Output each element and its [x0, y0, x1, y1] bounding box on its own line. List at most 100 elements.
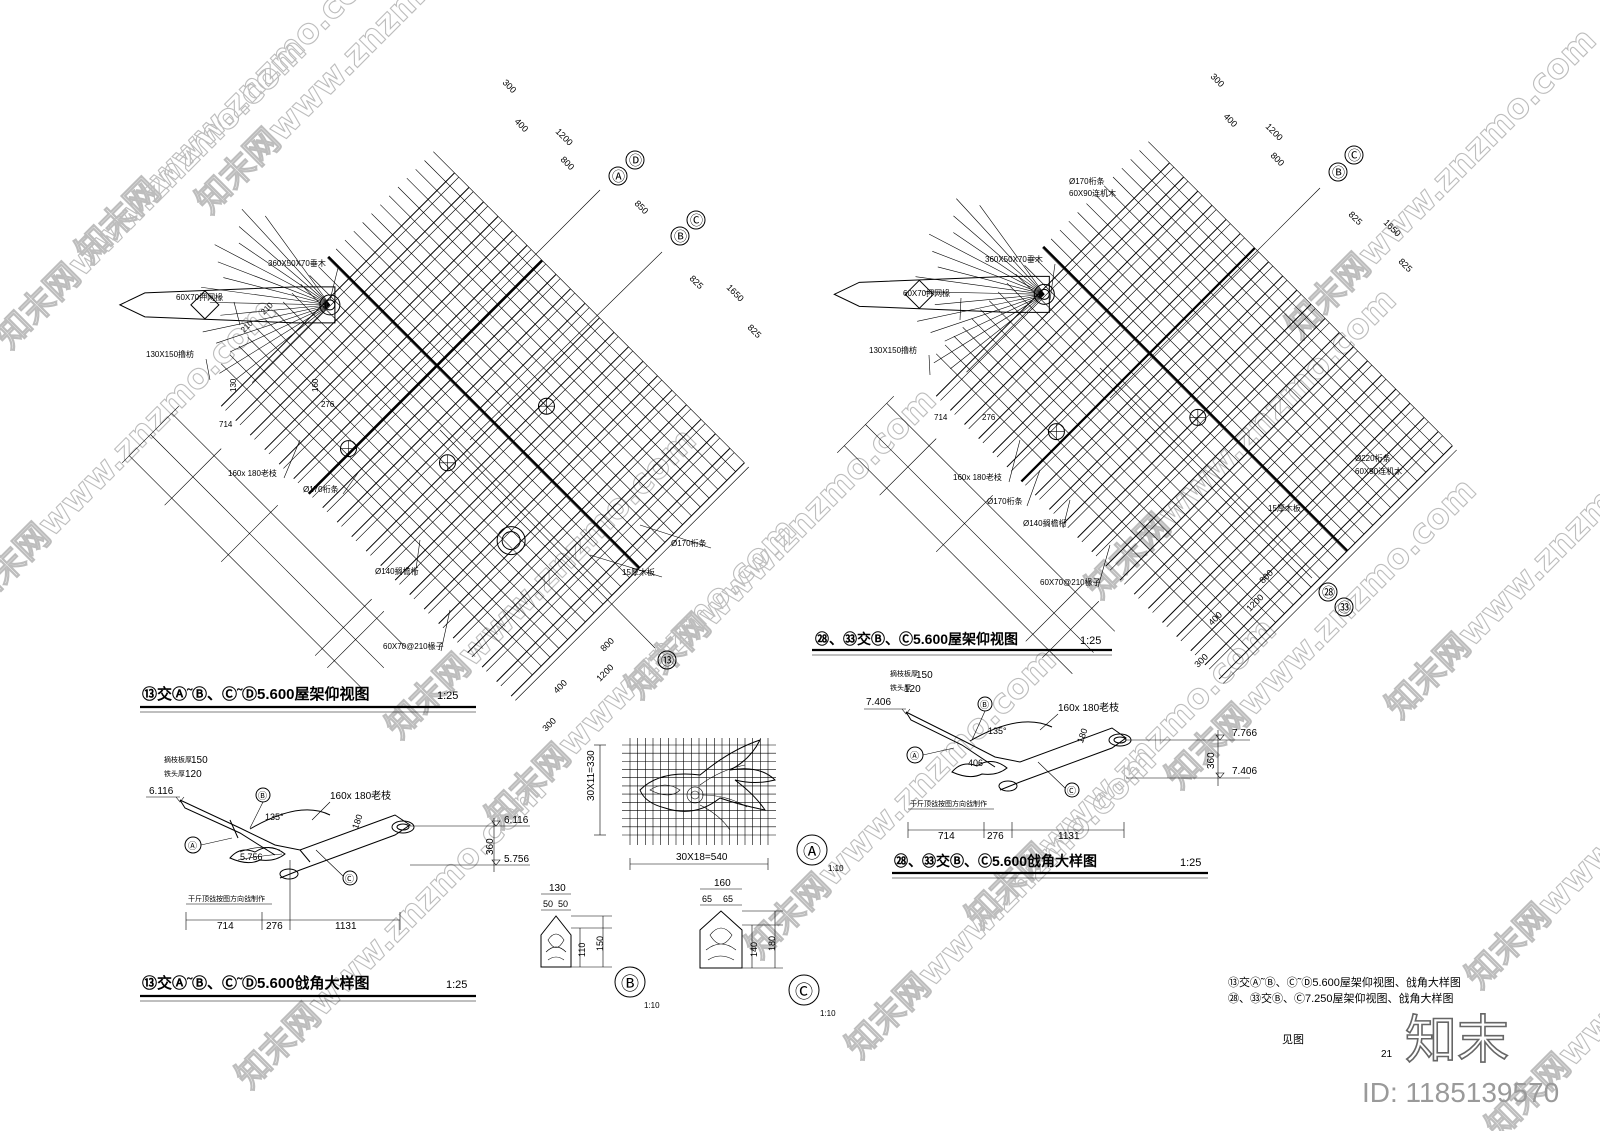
detail-left-title: ⑬交Ⓐ˜Ⓑ、Ⓒ˜Ⓓ5.600戗角大样图: [142, 974, 370, 992]
corner-node: [1033, 283, 1055, 305]
detail-right-title: ㉘、㉝交Ⓑ、Ⓒ5.600戗角大样图: [894, 853, 1097, 869]
column-circle: [496, 526, 526, 556]
rafter-line: [293, 244, 528, 480]
fan-rafter: [264, 215, 331, 306]
label-purlin: Ø170桁条: [1069, 176, 1105, 186]
ornament-grid-detail: 30X11=330 30X18=540 Ⓐ 1:10: [586, 738, 844, 873]
purlin-line: [362, 222, 674, 534]
detail-left-level-2: 6.116: [504, 815, 529, 826]
leader-line: [1097, 544, 1111, 588]
extension-line: [1042, 601, 1100, 659]
extension-line: [879, 438, 937, 496]
detail-right-level-3: 7.406: [1232, 766, 1257, 777]
column-circle: [501, 531, 521, 551]
axis-bubble: [1318, 582, 1338, 602]
corner-bracket: [904, 279, 935, 310]
section-b-dim-width: 130: [549, 883, 566, 894]
detail-right-title-block: ㉘、㉝交Ⓑ、Ⓒ5.600戗角大样图 1:25: [892, 853, 1208, 879]
dimension-text: 1200: [554, 126, 575, 147]
page-number: 21: [1381, 1049, 1393, 1060]
detail-left-mark-b: Ⓑ: [258, 791, 267, 801]
brand-id: ID: 1185139570: [1362, 1077, 1559, 1108]
dimension-text: 400: [551, 678, 569, 696]
section-c-dim-65b: 65: [723, 894, 733, 904]
axis-label: Ⓐ: [612, 169, 625, 184]
eave-detail-left: 摘枝板厚 铁头厚 150 120 6.116 160x 180老枝 Ⓑ Ⓐ Ⓒ …: [146, 755, 530, 932]
extension-line: [164, 448, 222, 506]
axis-bubble: [1334, 597, 1354, 617]
axis-line: [1099, 367, 1313, 579]
extension-line: [1025, 584, 1083, 642]
purlin-line: [229, 354, 542, 667]
hip-beam: [1042, 245, 1349, 552]
detail-left-level-1: 6.116: [149, 786, 174, 797]
dimension-line: [129, 455, 363, 690]
purlin-line: [1059, 229, 1365, 535]
fan-rafter: [924, 291, 1045, 295]
detail-right-mark-b: Ⓑ: [980, 700, 989, 710]
detail-right-mark-c: Ⓒ: [1067, 786, 1076, 796]
fan-rafter: [217, 261, 331, 306]
dimension-line: [865, 424, 1094, 653]
note-line-2: ㉘、㉝交Ⓑ、Ⓒ7.250屋架仰视图、戗角大样图: [1228, 991, 1454, 1005]
rafter-line: [1109, 336, 1344, 571]
axis-line: [439, 429, 656, 649]
purlin-line: [1112, 176, 1418, 482]
fan-rafter: [928, 233, 1045, 295]
detail-left-mark-c: Ⓒ: [345, 874, 354, 884]
purlin-line: [1042, 247, 1347, 552]
axis-label: ㉝: [1338, 600, 1351, 615]
purlin-line: [989, 300, 1294, 606]
label-rafters: 60X70@210椽子: [1040, 577, 1101, 587]
purlin-line: [247, 337, 560, 649]
detail-left-label2: 铁头厚: [164, 769, 185, 778]
axis-label: Ⓒ: [1348, 148, 1361, 163]
purlin-line: [309, 275, 621, 587]
detail-right-dim-714: 714: [938, 831, 955, 842]
detail-right-dim-360: 360: [1206, 752, 1217, 769]
rafter-line: [322, 273, 557, 509]
purlin-line: [256, 328, 568, 640]
fan-rafter: [214, 244, 331, 306]
leader-line: [440, 609, 451, 652]
plan-right-scale: 1:25: [1080, 635, 1101, 647]
dimension-line: [171, 413, 406, 647]
fan-rafter: [202, 304, 330, 333]
brand-logo-group: 知末 ID: 1185139570: [1362, 1010, 1559, 1108]
detail-left-label1: 摘枝板厚: [164, 755, 192, 764]
label-eave-purlin: Ø140搁檐桁: [1023, 518, 1067, 528]
rafter-line: [457, 408, 691, 643]
detail-left-dim-120: 120: [185, 769, 202, 780]
dimension-text: 800: [559, 154, 577, 172]
rafter-line: [452, 404, 687, 639]
dimension-text: 400: [1222, 111, 1240, 129]
fan-rafter: [220, 304, 330, 316]
label-board: 15厚木板: [1268, 503, 1301, 513]
dimension-text: 800: [1257, 568, 1275, 586]
label-eave-purlin: Ø140搁檐桁: [375, 566, 419, 576]
fan-rafter: [238, 226, 331, 306]
rafter-line: [283, 234, 517, 469]
grid-dim-vertical: 30X11=330: [586, 750, 597, 801]
section-b-dim-150: 150: [595, 936, 605, 951]
detail-right-scale: 1:25: [1180, 857, 1201, 869]
dimension-text: 825: [1347, 209, 1365, 227]
extension-line: [327, 611, 385, 669]
purlin-line: [962, 327, 1267, 632]
purlin-line: [433, 151, 745, 463]
purlin-line: [318, 266, 630, 578]
plan-left-title: ⑬交Ⓐ˜Ⓑ、Ⓒ˜Ⓓ5.600屋架仰视图: [142, 685, 370, 703]
detail-right-mark-a: Ⓐ: [910, 751, 919, 761]
leader-line: [639, 524, 712, 549]
detail-left-title-block: ⑬交Ⓐ˜Ⓑ、Ⓒ˜Ⓓ5.600戗角大样图 1:25: [140, 974, 476, 1002]
rafter-line: [1223, 449, 1457, 684]
purlin-line: [1033, 256, 1338, 561]
fan-rafter: [235, 304, 331, 380]
purlin-line: [1148, 141, 1453, 446]
rafter-line: [249, 201, 484, 436]
rafter-line: [220, 172, 455, 407]
axis-bubble: [608, 166, 628, 186]
detail-right-note: 干斤顶戗按图方向戗制作: [910, 799, 987, 808]
dimension-line: [844, 445, 1073, 674]
fan-rafter: [219, 304, 331, 374]
